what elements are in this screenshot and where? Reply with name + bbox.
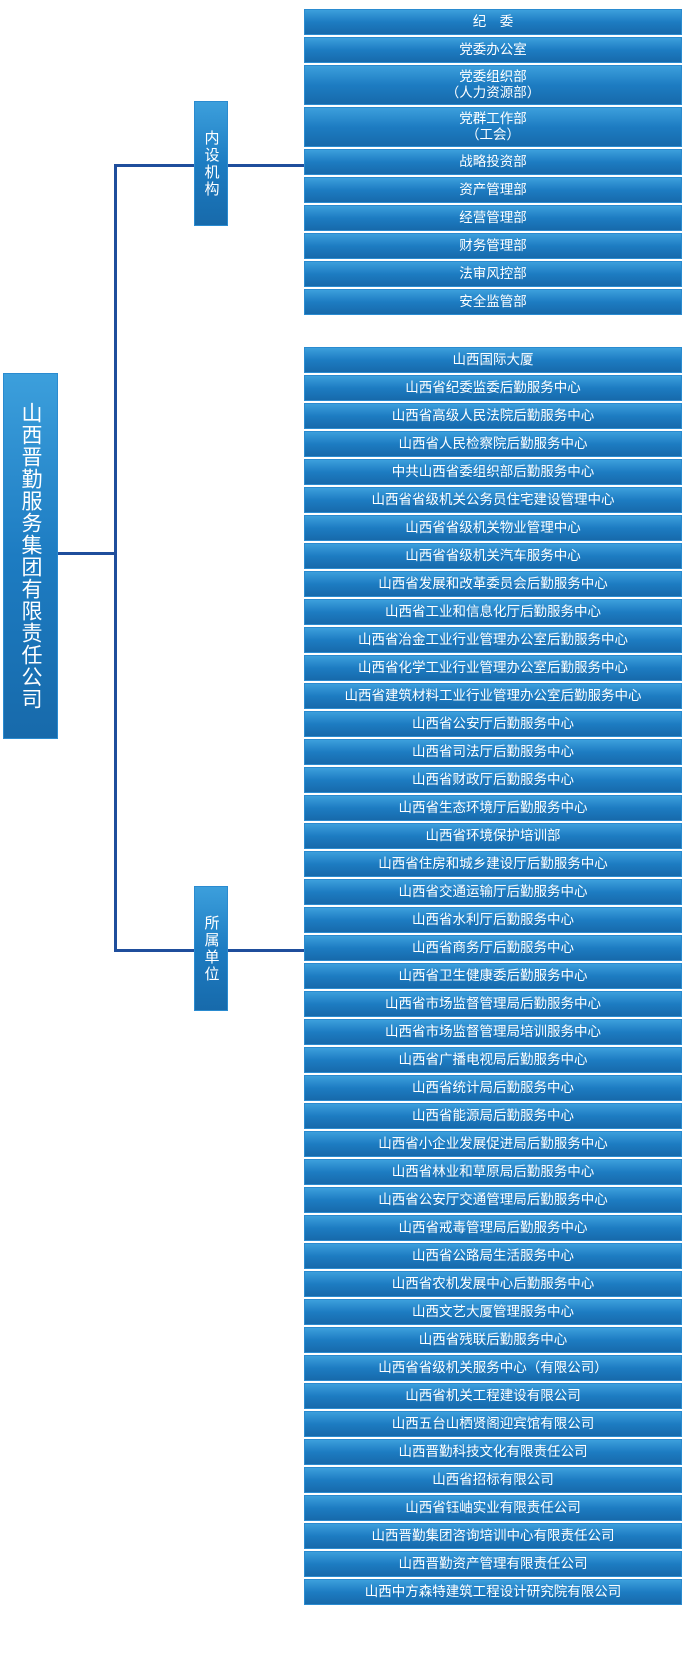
- subsidiary-box: 山西省市场监督管理局培训服务中心: [304, 1019, 682, 1045]
- subsidiary-box: 山西五台山栖贤阁迎宾馆有限公司: [304, 1411, 682, 1437]
- subsidiary-box: 山西省公安厅后勤服务中心: [304, 711, 682, 737]
- subsidiary-box: 山西省招标有限公司: [304, 1467, 682, 1493]
- department-box: 法审风控部: [304, 261, 682, 287]
- subsidiary-box: 山西省交通运输厅后勤服务中心: [304, 879, 682, 905]
- category-subsidiaries: 所属单位: [194, 886, 228, 1011]
- subsidiary-box: 山西晋勤资产管理有限责任公司: [304, 1551, 682, 1577]
- subsidiary-box: 山西省工业和信息化厅后勤服务中心: [304, 599, 682, 625]
- subsidiary-box: 山西省高级人民法院后勤服务中心: [304, 403, 682, 429]
- subsidiary-box: 山西省卫生健康委后勤服务中心: [304, 963, 682, 989]
- subsidiary-box: 山西省建筑材料工业行业管理办公室后勤服务中心: [304, 683, 682, 709]
- subsidiary-box: 山西省钰岫实业有限责任公司: [304, 1495, 682, 1521]
- subsidiary-box: 山西省机关工程建设有限公司: [304, 1383, 682, 1409]
- category-internal-departments: 内设机构: [194, 101, 228, 226]
- subsidiary-box: 山西省公安厅交通管理局后勤服务中心: [304, 1187, 682, 1213]
- department-box: 党群工作部 （工会）: [304, 107, 682, 147]
- subsidiary-box: 山西中方森特建筑工程设计研究院有限公司: [304, 1579, 682, 1605]
- subsidiary-box: 山西省化学工业行业管理办公室后勤服务中心: [304, 655, 682, 681]
- subsidiary-box: 山西省统计局后勤服务中心: [304, 1075, 682, 1101]
- department-box: 安全监管部: [304, 289, 682, 315]
- subsidiary-box: 中共山西省委组织部后勤服务中心: [304, 459, 682, 485]
- department-box: 资产管理部: [304, 177, 682, 203]
- subsidiary-box: 山西省省级机关物业管理中心: [304, 515, 682, 541]
- department-box: 财务管理部: [304, 233, 682, 259]
- connector-root-trunk: [58, 552, 116, 555]
- subsidiary-box: 山西省能源局后勤服务中心: [304, 1103, 682, 1129]
- subsidiary-box: 山西文艺大厦管理服务中心: [304, 1299, 682, 1325]
- subsidiary-box: 山西省省级机关汽车服务中心: [304, 543, 682, 569]
- subsidiary-box: 山西省公路局生活服务中心: [304, 1243, 682, 1269]
- subsidiary-box: 山西晋勤集团咨询培训中心有限责任公司: [304, 1523, 682, 1549]
- subsidiaries-list: 山西国际大厦 山西省纪委监委后勤服务中心 山西省高级人民法院后勤服务中心 山西省…: [304, 347, 682, 1607]
- category-internal-label: 内设机构: [202, 129, 221, 198]
- department-box: 纪 委: [304, 9, 682, 35]
- subsidiary-box: 山西省生态环境厅后勤服务中心: [304, 795, 682, 821]
- subsidiary-box: 山西省市场监督管理局后勤服务中心: [304, 991, 682, 1017]
- connector-to-internal: [114, 164, 194, 167]
- root-company-label: 山西晋勤服务集团有限责任公司: [19, 402, 43, 710]
- subsidiary-box: 山西省省级机关公务员住宅建设管理中心: [304, 487, 682, 513]
- connector-to-subsidiaries: [114, 949, 194, 952]
- subsidiary-box: 山西省商务厅后勤服务中心: [304, 935, 682, 961]
- subsidiary-box: 山西省纪委监委后勤服务中心: [304, 375, 682, 401]
- category-subsidiaries-label: 所属单位: [202, 914, 221, 983]
- department-box: 战略投资部: [304, 149, 682, 175]
- connector-vertical-spine: [114, 165, 117, 951]
- subsidiary-box: 山西省残联后勤服务中心: [304, 1327, 682, 1353]
- subsidiary-box: 山西省人民检察院后勤服务中心: [304, 431, 682, 457]
- root-company-node: 山西晋勤服务集团有限责任公司: [3, 373, 58, 739]
- internal-departments-list: 纪 委 党委办公室 党委组织部 （人力资源部） 党群工作部 （工会） 战略投资部…: [304, 9, 682, 317]
- subsidiary-box: 山西省林业和草原局后勤服务中心: [304, 1159, 682, 1185]
- department-box: 经营管理部: [304, 205, 682, 231]
- subsidiary-box: 山西省戒毒管理局后勤服务中心: [304, 1215, 682, 1241]
- department-box: 党委组织部 （人力资源部）: [304, 65, 682, 105]
- subsidiary-box: 山西省冶金工业行业管理办公室后勤服务中心: [304, 627, 682, 653]
- department-box: 党委办公室: [304, 37, 682, 63]
- subsidiary-box: 山西省农机发展中心后勤服务中心: [304, 1271, 682, 1297]
- subsidiary-box: 山西晋勤科技文化有限责任公司: [304, 1439, 682, 1465]
- subsidiary-box: 山西省小企业发展促进局后勤服务中心: [304, 1131, 682, 1157]
- connector-subsidiaries-to-list: [228, 949, 304, 952]
- connector-internal-to-list: [228, 164, 304, 167]
- subsidiary-box: 山西国际大厦: [304, 347, 682, 373]
- subsidiary-box: 山西省财政厅后勤服务中心: [304, 767, 682, 793]
- subsidiary-box: 山西省环境保护培训部: [304, 823, 682, 849]
- subsidiary-box: 山西省广播电视局后勤服务中心: [304, 1047, 682, 1073]
- subsidiary-box: 山西省住房和城乡建设厅后勤服务中心: [304, 851, 682, 877]
- subsidiary-box: 山西省司法厅后勤服务中心: [304, 739, 682, 765]
- subsidiary-box: 山西省发展和改革委员会后勤服务中心: [304, 571, 682, 597]
- subsidiary-box: 山西省水利厅后勤服务中心: [304, 907, 682, 933]
- subsidiary-box: 山西省省级机关服务中心（有限公司）: [304, 1355, 682, 1381]
